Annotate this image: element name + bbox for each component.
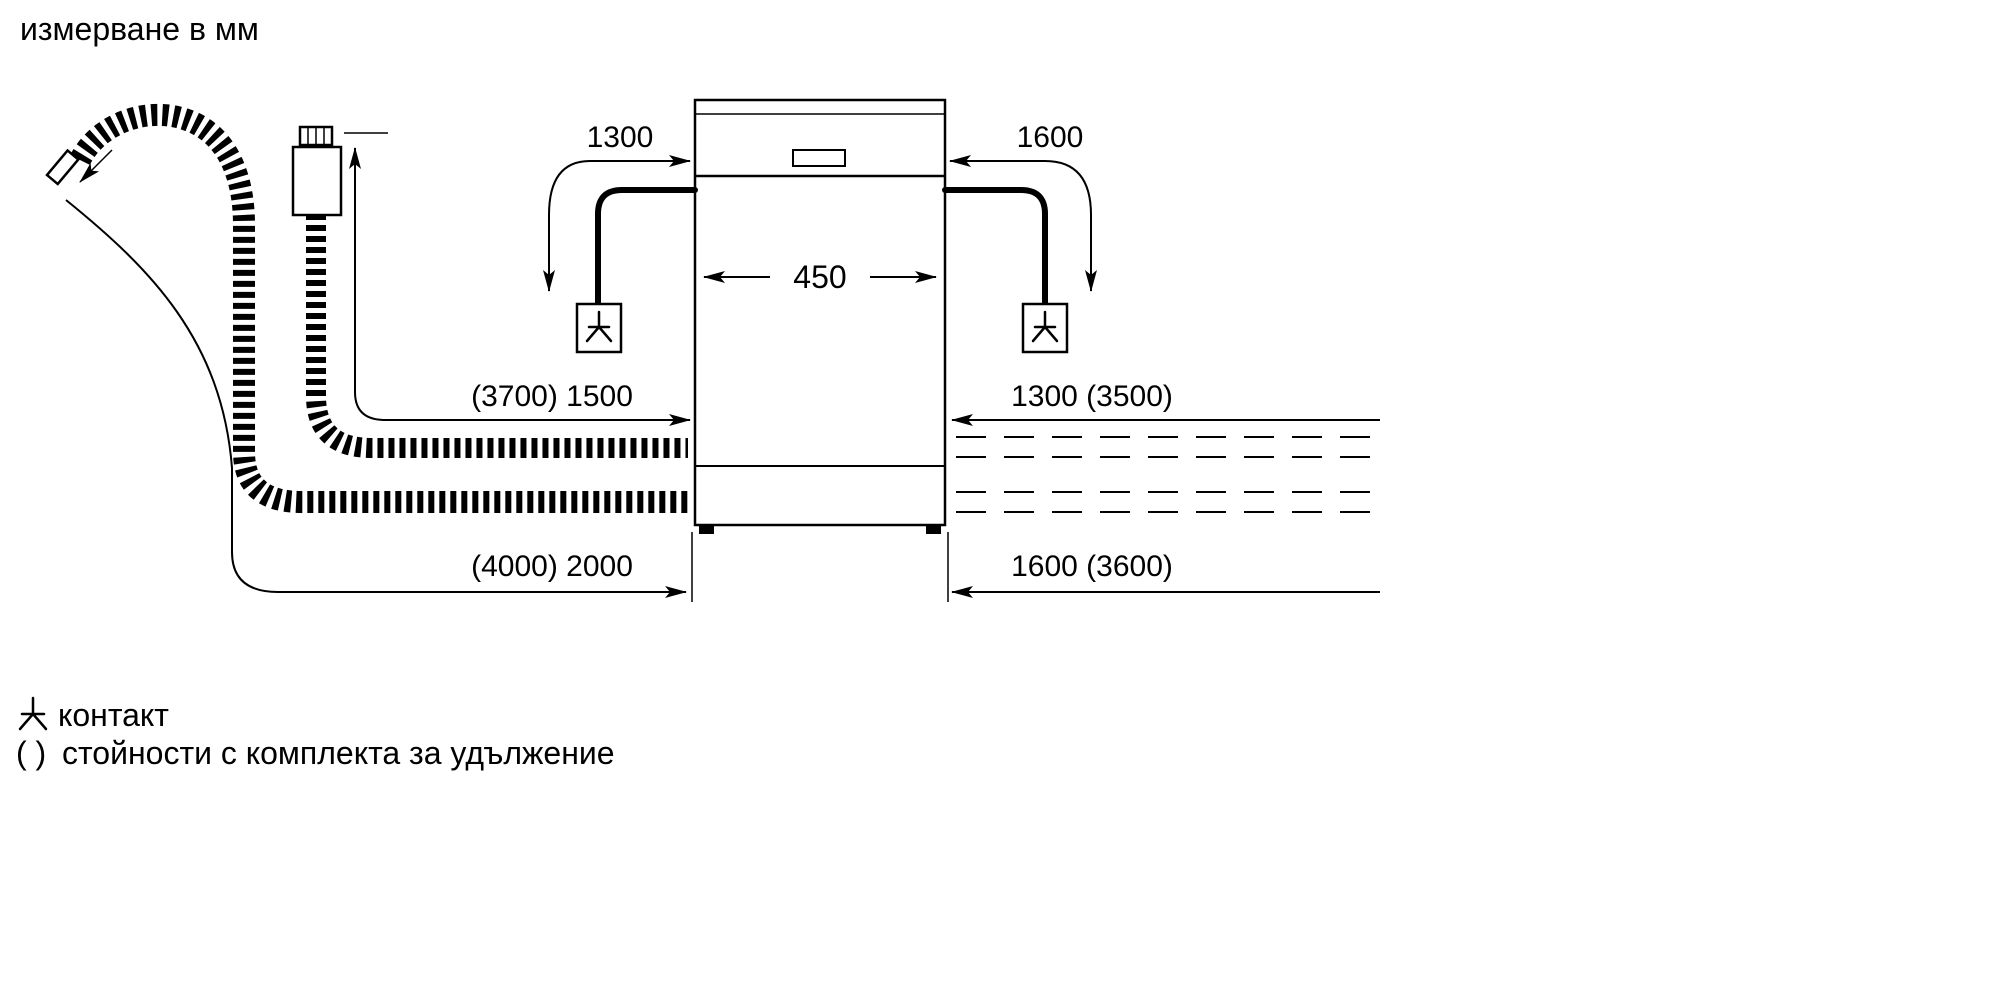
dishwasher (693, 98, 947, 534)
socket-box-right (1021, 302, 1069, 354)
legend: контакт ( ) стойности с комплекта за удъ… (16, 696, 615, 771)
legend-socket-label: контакт (58, 697, 169, 733)
dimension-bottom-right: 1600 (3600) (951, 550, 1380, 598)
drain-hose-end-cap (45, 148, 113, 186)
dishwasher-outline (693, 98, 947, 527)
hose-routing-dashed (956, 436, 1380, 513)
dimension-width-450: 450 (703, 259, 937, 295)
foot-right (926, 525, 941, 534)
drain-hose (70, 103, 688, 513)
dimension-mid-left: (3700) 1500 (349, 147, 691, 426)
dimension-top-left: 1300 (543, 121, 691, 292)
aquastop-body (291, 145, 343, 217)
dim-top-left-label: 1300 (587, 121, 654, 154)
water-supply-hose (306, 214, 688, 458)
dim-bottom-left-label: (4000) 2000 (471, 550, 633, 583)
legend-paren-symbol: ( ) (16, 735, 46, 771)
foot-left (699, 525, 714, 534)
units-title: измерване в мм (20, 11, 259, 47)
power-cord-right (942, 187, 1048, 307)
dimension-bottom-left (65, 199, 687, 598)
door-handle (792, 149, 846, 167)
dimension-top-right: 1600 (949, 121, 1097, 292)
dim-bottom-right-label: 1600 (3600) (1011, 550, 1173, 583)
dim-top-right-label: 1600 (1017, 121, 1084, 154)
dimension-mid-right: 1300 (3500) (951, 380, 1380, 426)
socket-legend-icon (18, 696, 48, 731)
socket-icon-left (585, 310, 613, 343)
drain-end-arrow (79, 149, 113, 183)
dim-mid-left-label: (3700) 1500 (471, 380, 633, 413)
legend-extension-label: стойности с комплекта за удължение (62, 735, 615, 771)
extension-lines-bottom (691, 532, 949, 602)
power-cord-left (595, 187, 698, 307)
socket-icon-right (1031, 310, 1059, 343)
dim-mid-right-label: 1300 (3500) (1011, 380, 1173, 413)
dim-width-label: 450 (793, 259, 846, 295)
socket-box-left (575, 302, 623, 354)
tap-aquastop (291, 125, 388, 217)
